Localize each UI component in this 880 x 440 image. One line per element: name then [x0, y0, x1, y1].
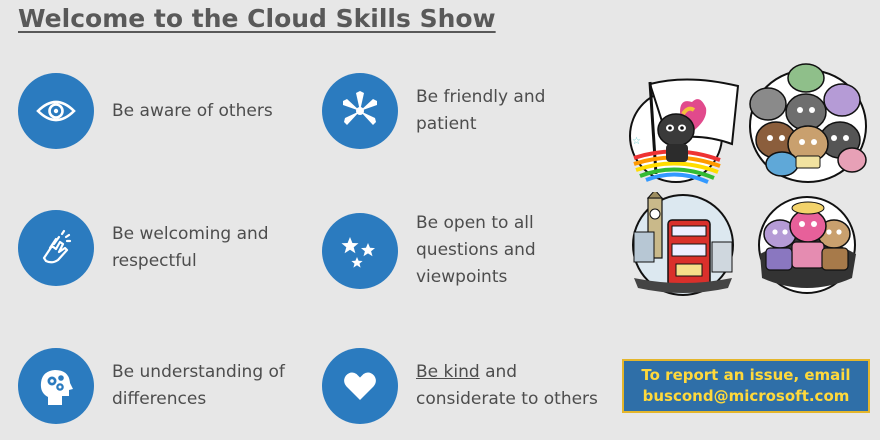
guideline-open: Be open to all questions and viewpoints [322, 210, 536, 291]
pride-raccoon-sticker: ☆ [629, 78, 740, 184]
guideline-aware: Be aware of others [18, 73, 273, 149]
team-hands-icon [322, 73, 398, 149]
guideline-understanding-line2: differences [112, 389, 207, 409]
eye-icon [18, 73, 94, 149]
london-bus-sticker [632, 192, 734, 296]
guideline-friendly-line2: patient [416, 114, 477, 134]
page-title: Welcome to the Cloud Skills Show [18, 4, 496, 33]
report-email[interactable]: buscond@microsoft.com [642, 387, 850, 405]
guideline-kind-line1-rest: and [479, 362, 518, 382]
guideline-open-line1: Be open to all [416, 213, 534, 233]
guideline-welcoming-label: Be welcoming and respectful [112, 221, 269, 275]
guideline-open-label: Be open to all questions and viewpoints [416, 210, 536, 291]
guideline-understanding-label: Be understanding of differences [112, 359, 285, 413]
guideline-friendly-label: Be friendly and patient [416, 84, 545, 138]
guideline-welcoming-line1: Be welcoming and [112, 224, 269, 244]
pride-sticker-star: ☆ [632, 136, 641, 147]
stars-icon [322, 212, 398, 289]
head-gears-icon [18, 348, 94, 424]
guideline-open-line3: viewpoints [416, 267, 508, 287]
clapping-hands-icon [18, 210, 94, 286]
guideline-kind-label: Be kind and considerate to others [416, 359, 598, 413]
report-issue-box: To report an issue, email buscond@micros… [622, 359, 870, 413]
raccoon-group-sticker [749, 63, 867, 183]
guideline-kind-line2: considerate to others [416, 389, 598, 409]
guideline-kind-line1: Be kind and [416, 359, 598, 386]
guideline-understanding-line1: Be understanding of [112, 362, 285, 382]
guideline-welcoming: Be welcoming and respectful [18, 210, 269, 286]
be-kind-link[interactable]: Be kind [416, 362, 480, 382]
heart-icon [322, 348, 398, 424]
guideline-kind: Be kind and considerate to others [322, 348, 598, 424]
raccoons-road-sticker [758, 196, 856, 294]
guideline-aware-line1: Be aware of others [112, 100, 273, 121]
guideline-aware-label: Be aware of others [112, 98, 273, 125]
guideline-understanding: Be understanding of differences [18, 348, 285, 424]
guideline-open-line2: questions and [416, 240, 536, 260]
report-line1: To report an issue, email [641, 366, 851, 384]
guideline-friendly: Be friendly and patient [322, 73, 545, 149]
guideline-friendly-line1: Be friendly and [416, 87, 546, 107]
guideline-welcoming-line2: respectful [112, 251, 197, 271]
